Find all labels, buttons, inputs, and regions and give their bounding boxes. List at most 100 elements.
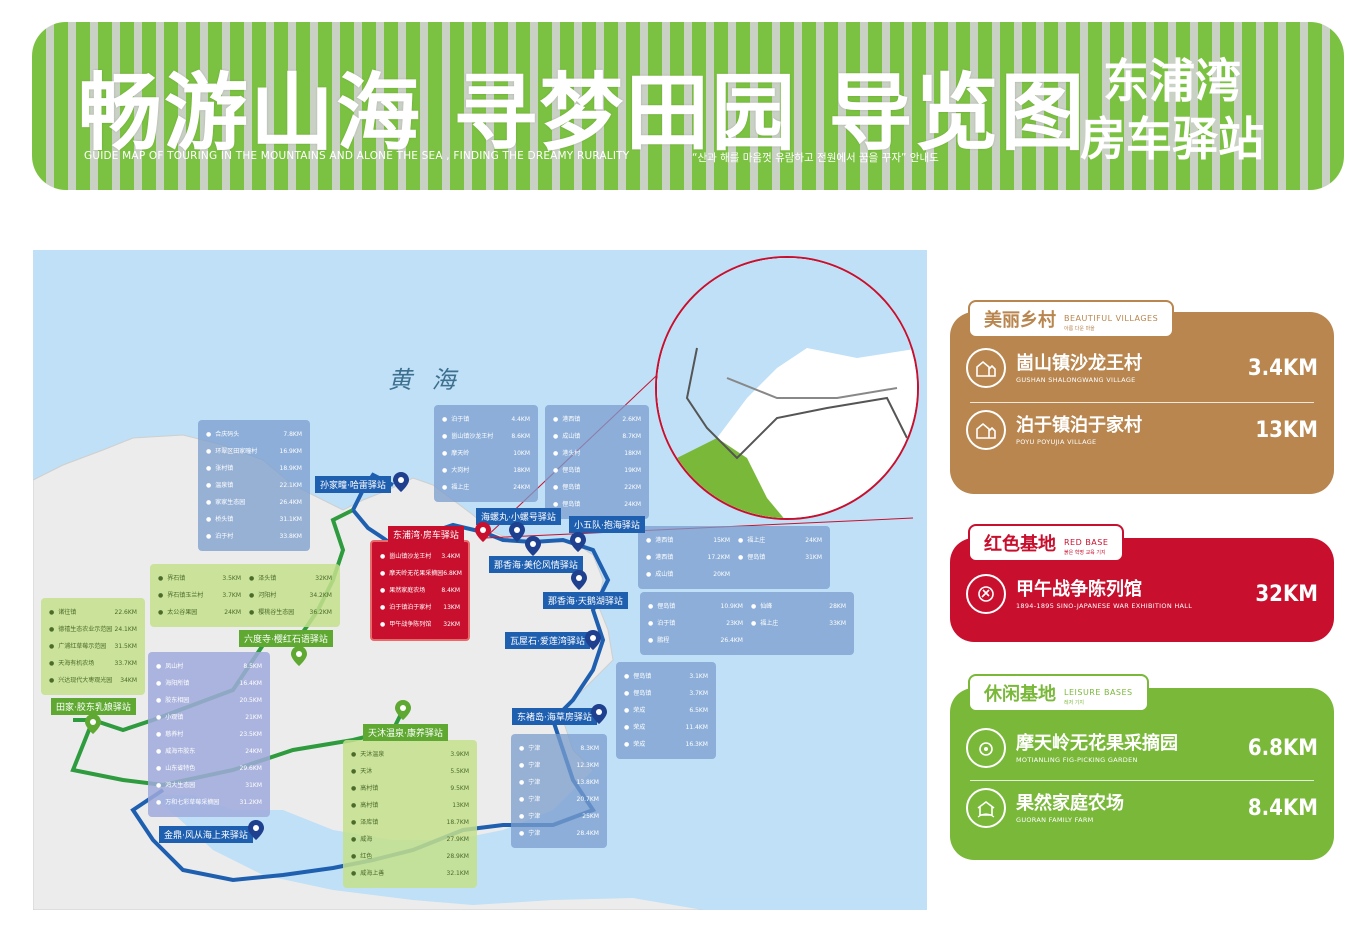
map-pin-icon[interactable] [591, 704, 607, 724]
map-pin-icon[interactable] [291, 646, 307, 666]
list-item[interactable]: 摩天岭无花果采摘园 MOTIANLING FIG-PICKING GARDEN … [966, 724, 1318, 772]
station-label[interactable]: 天沐温泉·康养驿站 [363, 724, 448, 741]
station-label[interactable]: 六度寺·樱红石语驿站 [239, 630, 333, 647]
distance: 8.4KM [1247, 795, 1318, 821]
station-label[interactable]: 海螺丸·小螺号驿站 [476, 508, 561, 525]
map-pin-icon[interactable] [525, 536, 541, 556]
map-pin-icon[interactable] [85, 714, 101, 734]
map-pin-icon[interactable] [395, 700, 411, 720]
station-label[interactable]: 东褚岛·海草房驿站 [512, 708, 597, 725]
divider [970, 402, 1314, 403]
card-title: 休闲基地 [984, 684, 1056, 705]
station-name: 东浦湾 房车驿站 [1080, 54, 1264, 166]
map-pin-icon[interactable] [509, 522, 525, 542]
station-label[interactable]: 孙家疃·哈雷驿站 [315, 476, 391, 493]
map-pin-icon[interactable] [571, 570, 587, 590]
station-label[interactable]: 金鼎·风从海上来驿站 [159, 826, 253, 843]
station-label[interactable]: 小五队·抱海驿站 [569, 516, 645, 533]
distance: 32KM [1255, 581, 1318, 607]
card-title: 美丽乡村 [984, 310, 1056, 331]
header-banner: 畅游山海 寻梦田园 导览图 GUIDE MAP OF TOURING IN TH… [32, 22, 1344, 190]
map-pin-icon[interactable] [393, 472, 409, 492]
station-label[interactable]: 那香海·美伦风情驿站 [489, 556, 583, 573]
station-label[interactable]: 田家·胶东乳娘驿站 [51, 698, 136, 715]
village-icon [966, 410, 1006, 450]
subtitle-korean: “산과 해를 마음껏 유람하고 전원에서 꿈을 꾸자” 안내도 [692, 152, 939, 164]
inset-map-graphic [657, 258, 917, 518]
page-title: 畅游山海 寻梦田园 导览图 [78, 64, 1087, 162]
divider [970, 780, 1314, 781]
list-item[interactable]: 泊于镇泊于家村 POYU POYUJIA VILLAGE 13KM [966, 406, 1318, 454]
map-pin-icon[interactable] [248, 820, 264, 840]
map-pin-icon[interactable] [570, 532, 586, 552]
station-label[interactable]: 那香海·天鹅湖驿站 [543, 592, 628, 609]
fig-icon [966, 728, 1006, 768]
list-item[interactable]: 甲午战争陈列馆 1894-1895 SINO-JAPANESE WAR EXHI… [966, 570, 1318, 618]
station-label[interactable]: 东浦湾·房车驿站 [388, 526, 464, 543]
list-item[interactable]: 果然家庭农场 GUORAN FAMILY FARM 8.4KM [966, 784, 1318, 832]
list-item: 宁津8.3KM [519, 740, 599, 757]
map-pin-icon[interactable] [585, 630, 601, 650]
list-item[interactable]: 崮山镇沙龙王村 GUSHAN SHALONGWANG VILLAGE 3.4KM [966, 344, 1318, 392]
card-title: 红色基地 [984, 534, 1056, 555]
station-label[interactable]: 瓦屋石·爱莲湾驿站 [505, 632, 590, 649]
distance: 13KM [1255, 417, 1318, 443]
farm-icon [966, 788, 1006, 828]
map-pin-icon[interactable] [475, 522, 491, 542]
